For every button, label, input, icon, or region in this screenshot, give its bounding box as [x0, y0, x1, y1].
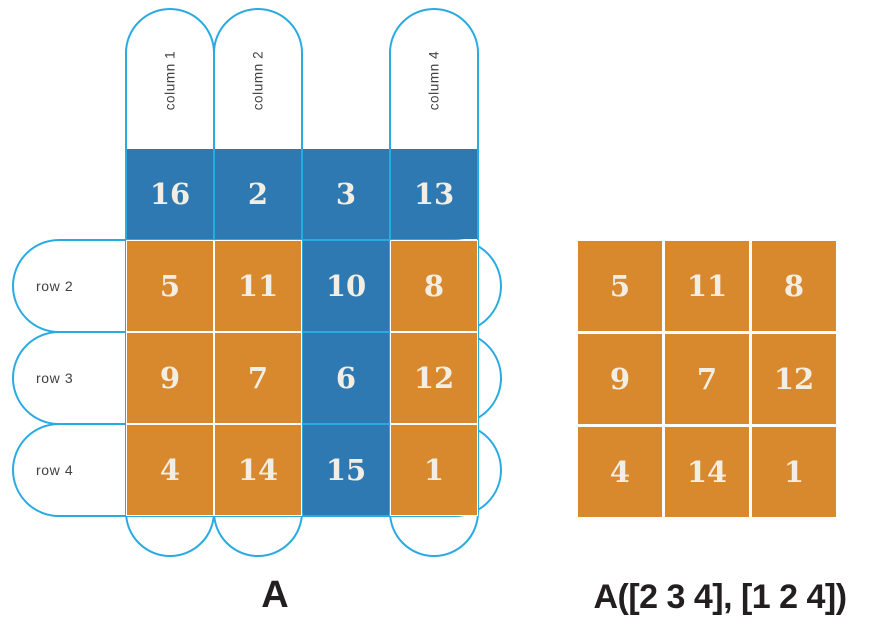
submatrix-cell-r3c1: 4 [578, 427, 662, 517]
row-4-label: row 4 [36, 462, 74, 478]
column-1-label: column 1 [162, 50, 178, 110]
matrix-a-cell-r1c3: 3 [303, 149, 389, 239]
column-4-label: column 4 [426, 50, 442, 110]
column-1-label-box: column 1 [127, 24, 213, 136]
matrix-a-cell-r4c4: 1 [391, 425, 477, 515]
matrix-a-cell-r2c4: 8 [391, 241, 477, 331]
matrix-a-cell-r2c1: 5 [127, 241, 213, 331]
submatrix-cell-r1c1: 5 [578, 241, 662, 331]
row-3-label: row 3 [36, 370, 74, 386]
matrix-a-cell-r4c1: 4 [127, 425, 213, 515]
submatrix-cell-r2c3: 12 [752, 334, 836, 424]
submatrix-cell-r1c2: 11 [665, 241, 749, 331]
submatrix-cell-r2c2: 7 [665, 334, 749, 424]
matrix-a-cell-r4c3: 15 [303, 425, 389, 515]
column-2-selector-pill: column 2 [213, 8, 303, 557]
matrix-a-cell-r2c3: 10 [303, 241, 389, 331]
matrix-a-cell-r2c2: 11 [215, 241, 301, 331]
matrix-a-cell-r4c2: 14 [215, 425, 301, 515]
submatrix-cell-r3c3: 1 [752, 427, 836, 517]
row-2-label: row 2 [36, 278, 74, 294]
column-2-label-box: column 2 [215, 24, 301, 136]
row-4-selector-pill: row 4 [12, 423, 502, 517]
submatrix-caption: A([2 3 4], [1 2 4]) [593, 578, 847, 616]
matrix-a-cell-r3c2: 7 [215, 333, 301, 423]
submatrix-cell-r1c3: 8 [752, 241, 836, 331]
column-4-label-box: column 4 [391, 24, 477, 136]
matrix-a-cell-r3c1: 9 [127, 333, 213, 423]
matrix-a-cell-r3c3: 6 [303, 333, 389, 423]
matrix-a-cell-r3c4: 12 [391, 333, 477, 423]
matrix-a-caption: A [261, 574, 289, 616]
submatrix-cell-r3c2: 14 [665, 427, 749, 517]
column-2-label: column 2 [250, 50, 266, 110]
submatrix-cell-r2c1: 9 [578, 334, 662, 424]
matrix-a-cell-r1c4: 13 [391, 149, 477, 239]
matrix-a-cell-r1c1: 16 [127, 149, 213, 239]
matrix-a-cell-r1c2: 2 [215, 149, 301, 239]
